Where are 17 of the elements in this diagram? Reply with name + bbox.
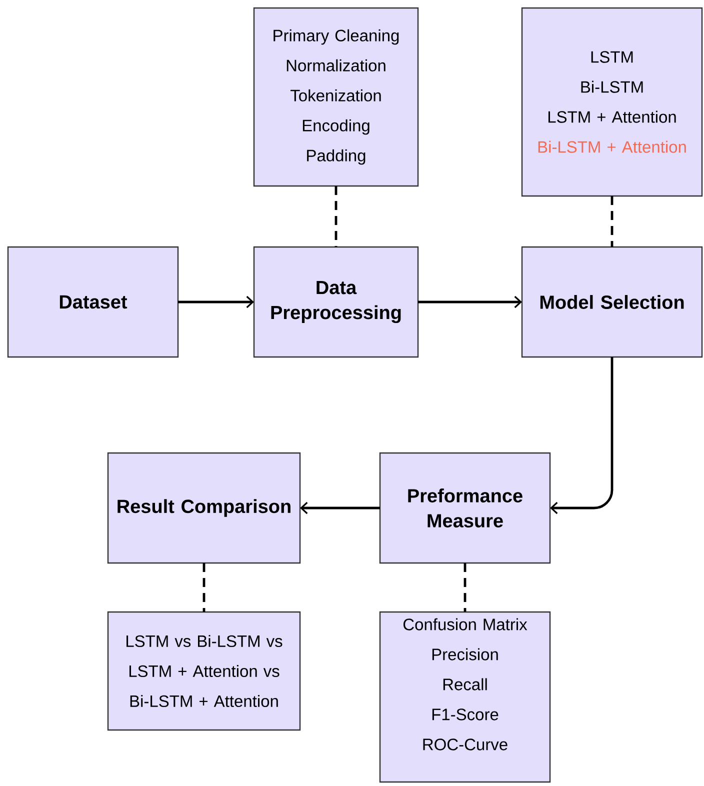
dashed-connector bbox=[610, 196, 614, 247]
dashed-connector bbox=[334, 186, 338, 247]
arrow bbox=[178, 296, 254, 308]
process-box: Dataset bbox=[7, 246, 179, 358]
dashed-connector bbox=[464, 563, 466, 612]
process-box: Model Selection bbox=[521, 246, 703, 358]
dashed-connector bbox=[202, 563, 206, 612]
arrow bbox=[550, 357, 614, 514]
list-box: Primary Cleaning Normalization Tokenization Encoding Padding bbox=[253, 7, 419, 187]
list-box: LSTM vs Bi-LSTM vs LSTM + Attention vs Bi-LSTM + Attention bbox=[107, 611, 301, 731]
process-box: Data Preprocessing bbox=[253, 246, 419, 358]
arrow bbox=[300, 502, 380, 514]
process-box: Result Comparison bbox=[107, 452, 301, 564]
list-box: Confusion Matrix Precision Recall F1-Score ROC-Curve bbox=[379, 611, 551, 783]
list-box: LSTM Bi-LSTM LSTM + Attention Bi-LSTM + Attention bbox=[521, 7, 703, 197]
process-box: Preformance Measure bbox=[379, 452, 551, 564]
arrow bbox=[418, 296, 522, 308]
